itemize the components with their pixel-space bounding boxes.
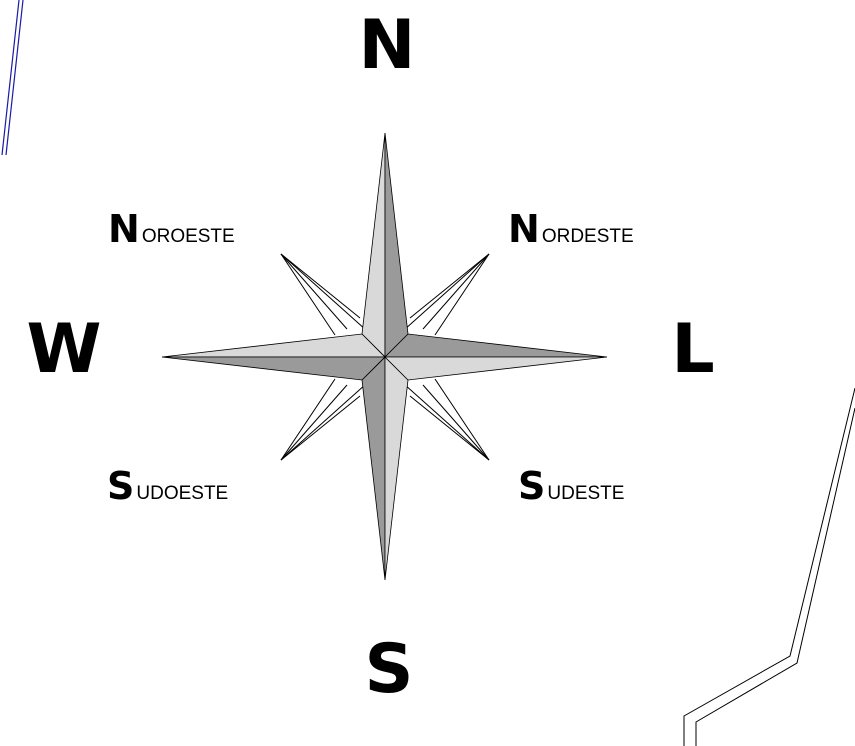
label-northwest-initial: N (108, 207, 140, 251)
label-south: S (365, 630, 414, 709)
north-point-right (385, 133, 408, 357)
north-point-left (362, 133, 385, 357)
compass-star (162, 133, 607, 580)
west-point-top (162, 334, 385, 357)
boundary-line-double (684, 388, 855, 746)
south-point-left (362, 357, 385, 580)
label-north: N (359, 6, 416, 85)
west-point-bottom (162, 357, 385, 380)
label-southwest-initial: S (107, 464, 134, 508)
boundary-line-blue (2, 0, 23, 155)
east-point-bottom (385, 357, 607, 380)
east-point-top (385, 334, 607, 357)
label-west: W (26, 310, 101, 389)
south-point-right (385, 357, 408, 580)
label-northeast-initial: N (508, 207, 540, 251)
label-southeast-rest: UDESTE (547, 483, 624, 504)
label-southwest-rest: UDOESTE (136, 483, 228, 504)
label-east: L (671, 310, 714, 389)
label-northwest-rest: OROESTE (142, 226, 235, 247)
label-northeast-rest: ORDESTE (542, 226, 634, 247)
label-southeast-initial: S (518, 464, 545, 508)
